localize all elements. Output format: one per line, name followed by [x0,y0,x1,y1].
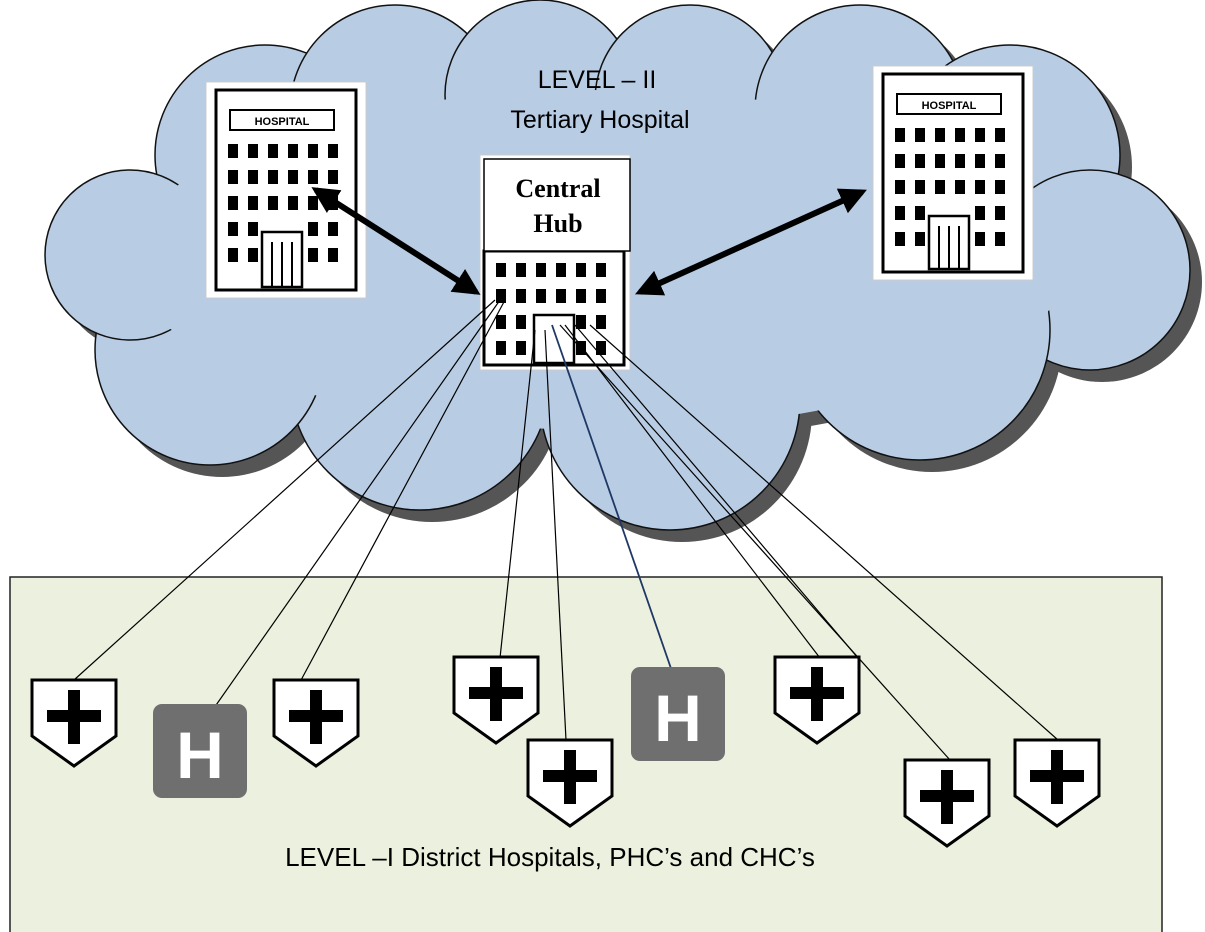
double-arrow-icon [311,187,481,295]
connection-line-highlight [551,324,676,681]
hub-label-line1: Central [515,174,600,203]
svg-text:H: H [654,681,702,755]
hub-label-line2: Hub [533,209,582,238]
level1-caption: LEVEL –I District Hospitals, PHC’s and C… [285,842,815,872]
double-arrow-icon [635,188,867,296]
hospital-building-icon: HOSPITAL [205,81,367,299]
level2-title: LEVEL – II [538,66,657,94]
hospital-h-icon: H [631,667,725,761]
level2-subtitle: Tertiary Hospital [510,106,689,134]
connection-lines [73,299,1059,761]
hospital-sign-left: HOSPITAL [255,116,310,128]
hospital-sign-right: HOSPITAL [922,100,977,112]
hospital-h-icon: H [153,704,247,798]
hospital-building-icon: HOSPITAL [872,65,1034,281]
svg-text:H: H [176,718,224,792]
